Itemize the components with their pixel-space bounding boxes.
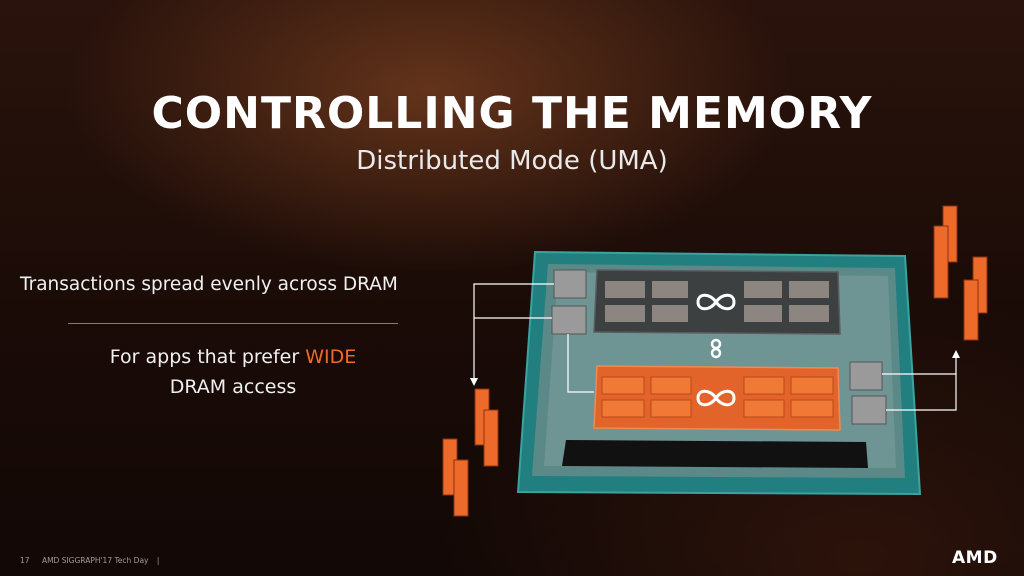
dram-stick-icon: [442, 388, 499, 517]
bullet-transactions: Transactions spread evenly across DRAM: [20, 274, 398, 295]
slide-footer: 17 AMD SIGGRAPH'17 Tech Day |: [20, 556, 165, 565]
footer-event: AMD SIGGRAPH'17 Tech Day: [41, 556, 149, 565]
memory-controllers-right: [849, 361, 887, 425]
infinity-fabric-icon: [696, 293, 736, 311]
footer-page-number: 17: [20, 556, 30, 565]
amd-logo-icon: AMD: [952, 548, 998, 568]
bullet-wide-line2: DRAM access: [169, 376, 297, 398]
bullet-wide-access: For apps that prefer WIDE DRAM access: [68, 342, 398, 402]
infinity-fabric-icon-bottom: [696, 389, 736, 407]
slide-title: CONTROLLING THE MEMORY: [151, 88, 873, 139]
memory-controllers-left: [551, 269, 587, 335]
die-top-cores: [605, 281, 829, 322]
dram-stick-icon-right: [933, 205, 988, 341]
infinity-link-icon: [710, 338, 722, 359]
text-divider: [68, 323, 398, 324]
connector-lines: [473, 283, 957, 411]
connector-bar: [562, 440, 868, 468]
bullet-wide-prefix: For apps that prefer: [109, 346, 306, 368]
footer-separator: |: [156, 556, 160, 565]
bullet-wide-accent: WIDE: [305, 346, 357, 368]
die-bottom-cores: [601, 376, 834, 418]
arrow-heads: [470, 350, 960, 386]
slide-subtitle: Distributed Mode (UMA): [356, 146, 668, 176]
